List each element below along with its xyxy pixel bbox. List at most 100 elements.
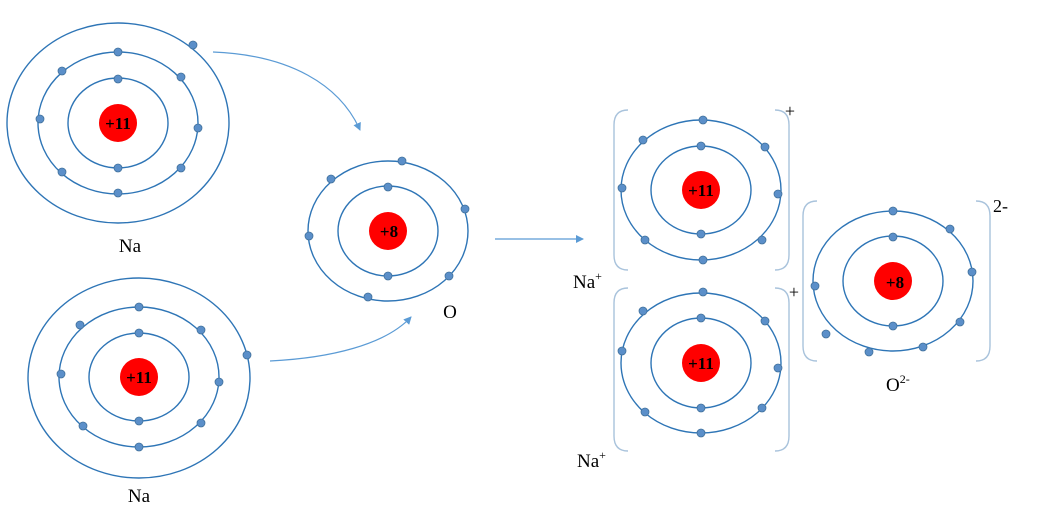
nucleus xyxy=(120,358,158,396)
electron xyxy=(696,141,706,151)
nucleus xyxy=(682,344,720,382)
electrons xyxy=(617,115,783,265)
electron xyxy=(810,281,820,291)
electron xyxy=(638,135,648,145)
electron xyxy=(176,163,186,173)
electron xyxy=(134,328,144,338)
left-bracket xyxy=(613,109,629,271)
electron xyxy=(760,316,770,326)
electron xyxy=(888,206,898,216)
electrons xyxy=(617,287,783,438)
electron xyxy=(57,66,67,76)
sodium-ion-top: +11 + Na+ xyxy=(573,101,795,293)
electron xyxy=(460,204,470,214)
electron xyxy=(113,163,123,173)
ion-label: Na+ xyxy=(573,269,602,293)
nucleus xyxy=(99,104,137,142)
electrons xyxy=(304,156,470,302)
electron xyxy=(945,224,955,234)
ion-label-base: Na xyxy=(577,451,600,472)
bracket-charge: + xyxy=(789,282,799,302)
nucleus-charge: +8 xyxy=(380,222,398,241)
third-shell xyxy=(27,277,251,479)
electron xyxy=(326,174,336,184)
electron xyxy=(196,325,206,335)
electron xyxy=(757,235,767,245)
third-shell xyxy=(6,22,230,224)
electron xyxy=(821,329,831,339)
electron xyxy=(640,407,650,417)
electron xyxy=(363,292,373,302)
nucleus-charge: +11 xyxy=(688,354,714,373)
electrons xyxy=(56,302,252,452)
atom-label: O xyxy=(443,302,457,323)
electron xyxy=(967,267,977,277)
sodium-atom-top: +11 Na xyxy=(6,22,230,257)
electron-transfer-arrow-bottom xyxy=(269,316,412,362)
electron xyxy=(698,115,708,125)
right-bracket xyxy=(774,109,790,271)
atom-label: Na xyxy=(128,486,151,507)
electron xyxy=(176,72,186,82)
electron xyxy=(760,142,770,152)
nucleus-charge: +11 xyxy=(126,368,152,387)
electron xyxy=(696,229,706,239)
electron xyxy=(113,188,123,198)
electrons xyxy=(810,206,977,357)
second-shell xyxy=(307,160,469,302)
electron xyxy=(304,231,314,241)
electron xyxy=(78,421,88,431)
electron xyxy=(617,183,627,193)
left-bracket xyxy=(613,287,629,452)
nucleus xyxy=(682,171,720,209)
electron xyxy=(134,302,144,312)
ion-label-charge: + xyxy=(599,448,606,462)
bracket-charge: + xyxy=(785,101,795,121)
right-bracket xyxy=(774,287,790,452)
electron xyxy=(242,350,252,360)
electron xyxy=(196,418,206,428)
ion-label: O2- xyxy=(886,372,910,396)
atom-label: Na xyxy=(119,236,142,257)
electron xyxy=(188,40,198,50)
oxide-ion: +8 2- O2- xyxy=(802,196,1008,396)
left-bracket xyxy=(802,200,818,362)
electron xyxy=(57,167,67,177)
electron xyxy=(383,182,393,192)
electron xyxy=(113,47,123,57)
electron xyxy=(56,369,66,379)
electron xyxy=(698,255,708,265)
electron xyxy=(696,428,706,438)
nucleus-charge: +11 xyxy=(105,114,131,133)
electron xyxy=(757,403,767,413)
electron xyxy=(640,235,650,245)
electrons xyxy=(35,40,203,198)
electron xyxy=(35,114,45,124)
ion-label-charge: 2- xyxy=(900,372,910,386)
ion-label-charge: + xyxy=(595,269,602,283)
electron xyxy=(888,232,898,242)
electron xyxy=(696,403,706,413)
electron xyxy=(214,377,224,387)
ion-label-base: O xyxy=(886,375,900,396)
nucleus xyxy=(874,262,912,300)
electron xyxy=(955,317,965,327)
electron xyxy=(75,320,85,330)
nucleus-charge: +11 xyxy=(688,181,714,200)
electron xyxy=(773,363,783,373)
nucleus-charge: +8 xyxy=(886,273,904,292)
oxygen-atom: +8 O xyxy=(304,156,470,323)
electron xyxy=(193,123,203,133)
electron xyxy=(444,271,454,281)
electron xyxy=(696,313,706,323)
electron xyxy=(134,416,144,426)
ion-label: Na+ xyxy=(577,448,606,472)
sodium-atom-bottom: +11 Na xyxy=(27,277,252,507)
bracket-charge: 2- xyxy=(993,196,1008,216)
electron xyxy=(134,442,144,452)
electron-transfer-arrow-top xyxy=(212,51,361,131)
electron xyxy=(113,74,123,84)
electron xyxy=(773,189,783,199)
electron xyxy=(383,271,393,281)
